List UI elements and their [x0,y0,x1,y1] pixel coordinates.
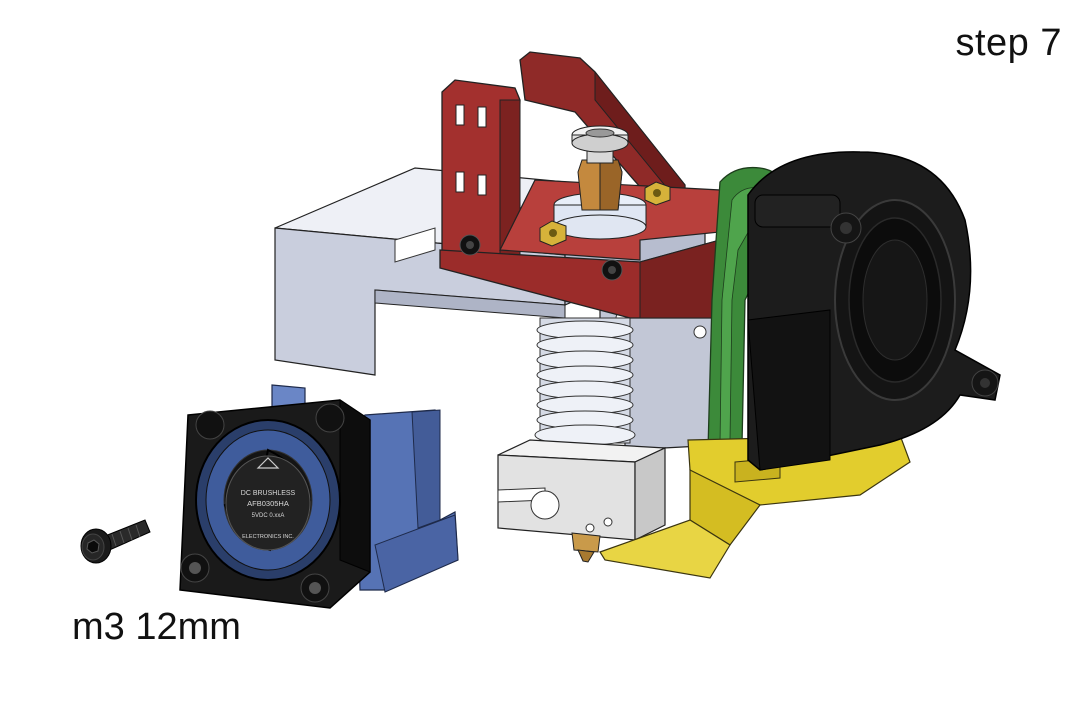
fan-shroud [271,384,459,593]
brass-nut-left [539,220,567,247]
fan-duct [599,434,911,579]
screw-label: m3 12mm [72,606,241,648]
heatsink [534,317,636,446]
fan-label-line2: AFB0305HA [247,499,289,508]
axial-fan: DC BRUSHLESS AFB0305HA 5VDC 0.xxA ELECTR… [179,399,371,609]
heater-block [497,439,666,541]
nozzle [571,532,601,563]
bowden-coupler [553,125,647,240]
fan-label-line3: 5VDC 0.xxA [252,513,285,519]
brass-nut-right [644,181,671,206]
blower-fan [747,151,1001,471]
fan-label-line4: ELECTRONICS INC. [242,534,294,540]
fan-label-line1: DC BRUSHLESS [241,490,296,497]
step-label: step 7 [955,22,1062,64]
m3-screw [80,519,151,564]
